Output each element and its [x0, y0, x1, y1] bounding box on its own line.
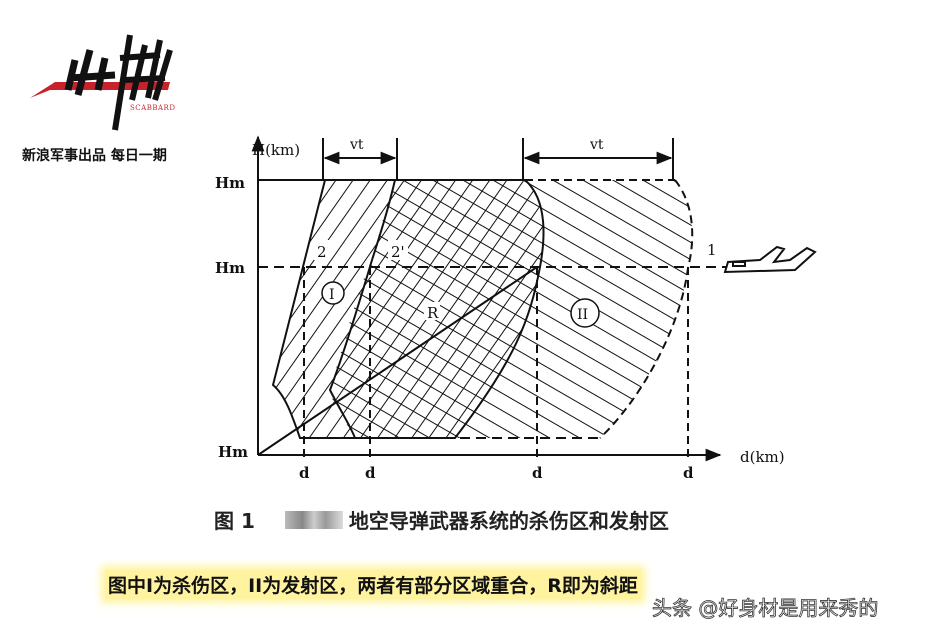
y-tick-hm-mid: Hm — [215, 259, 245, 277]
x-tick-d1: d — [299, 464, 310, 482]
scabbard-logo — [30, 34, 173, 131]
logo-english-text: SCABBARD — [130, 104, 176, 112]
aircraft-icon — [723, 245, 817, 274]
redacted-system-name — [284, 510, 343, 529]
figure-caption-text: 地空导弹武器系统的杀伤区和发射区 — [348, 509, 669, 533]
y-tick-hm-top: Hm — [215, 174, 245, 192]
point-2-prime-label: 2' — [391, 243, 405, 261]
kill-zone-diagram: vt vt H(km) d(km) Hm Hm Hm d d d d 2 2' … — [215, 135, 817, 482]
x-axis-label: d(km) — [740, 448, 785, 466]
summary-caption: 图中I为杀伤区，II为发射区，两者有部分区域重合，R即为斜距 — [105, 570, 641, 599]
vt-right-label: vt — [589, 137, 604, 153]
figure-number: 图 1 — [214, 509, 255, 533]
x-tick-d4: d — [683, 464, 694, 482]
x-tick-d2: d — [365, 464, 376, 482]
logo-tagline: 新浪军事出品 每日一期 — [22, 148, 167, 164]
x-tick-d3: d — [532, 464, 543, 482]
figure-caption: 图 1 地空导弹武器系统的杀伤区和发射区 — [214, 505, 669, 534]
vt-left-label: vt — [349, 137, 364, 153]
slant-range-line — [257, 266, 538, 456]
slant-range-label: R — [427, 304, 439, 322]
y-tick-hm-bottom: Hm — [218, 443, 248, 461]
zone-i-label: I — [329, 287, 335, 303]
zone-ii-label: II — [577, 307, 588, 323]
y-axis-label: H(km) — [252, 141, 300, 159]
point-2-label: 2 — [317, 243, 327, 261]
kill-zone-i — [271, 179, 545, 439]
target-label: 1 — [707, 241, 717, 259]
watermark: 头条 @好身材是用来秀的 — [652, 596, 879, 621]
